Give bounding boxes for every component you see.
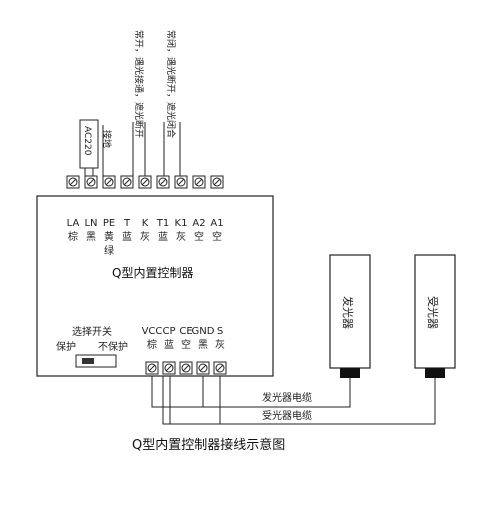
emitter-label: 发光器 bbox=[341, 296, 355, 329]
cable-wires bbox=[151, 376, 436, 425]
top-terminal-slot bbox=[87, 178, 95, 186]
emitter-cable-label: 发光器电缆 bbox=[262, 391, 312, 404]
top-terminal-color: 空 bbox=[212, 230, 222, 243]
top-terminal-code: LN bbox=[84, 218, 97, 229]
bottom-terminal-color: 蓝 bbox=[164, 339, 174, 351]
bottom-terminal-code: CP bbox=[162, 326, 175, 337]
top-terminal-code: PE bbox=[103, 218, 115, 229]
top-terminal-slot bbox=[105, 178, 113, 186]
nc-contact-label: 常闭，遇光断开，遮光闭合 bbox=[165, 30, 177, 138]
bottom-terminal-color: 黑 bbox=[198, 339, 208, 351]
bottom-terminal-slot bbox=[199, 364, 207, 372]
top-terminal-code: K bbox=[142, 218, 149, 229]
selector-switch-knob bbox=[82, 358, 94, 364]
top-terminal-code: LA bbox=[67, 218, 80, 229]
switch-right-label: 不保护 bbox=[98, 340, 128, 353]
bottom-terminal-slot bbox=[148, 364, 156, 372]
bottom-terminal-slot bbox=[182, 364, 190, 372]
top-terminal-color: 空 bbox=[194, 230, 204, 243]
diagram-caption: Q型内置控制器接线示意图 bbox=[132, 437, 285, 453]
top-terminal-code: A1 bbox=[210, 218, 223, 229]
top-terminal-slot bbox=[159, 178, 167, 186]
no-contact-label: 常开，遇光接通，遮光断开 bbox=[133, 30, 145, 138]
bottom-terminal-slot bbox=[216, 364, 224, 372]
top-terminal-code: K1 bbox=[175, 218, 188, 229]
top-terminal-slot bbox=[195, 178, 203, 186]
bottom-terminal-color: 空 bbox=[181, 338, 191, 351]
emitter-sensor-cap bbox=[340, 368, 360, 378]
controller-body bbox=[36, 195, 274, 377]
bottom-terminal-code: VCC bbox=[142, 326, 163, 337]
top-terminal-code: A2 bbox=[192, 218, 205, 229]
top-terminal-color: 黄 bbox=[104, 230, 114, 243]
top-terminal-slot bbox=[141, 178, 149, 186]
receiver-sensor bbox=[414, 254, 456, 369]
receiver-cable-label: 受光器电缆 bbox=[262, 409, 312, 422]
top-terminal-color: 灰 bbox=[140, 230, 150, 243]
bottom-terminal-color: 棕 bbox=[147, 338, 157, 351]
top-terminal-color: 蓝 bbox=[158, 231, 168, 243]
top-terminal-slot bbox=[69, 178, 77, 186]
top-terminal-color: 灰 bbox=[176, 230, 186, 243]
emitter-sensor bbox=[329, 254, 371, 369]
bottom-terminal-code: CE bbox=[179, 326, 192, 337]
ac220-box bbox=[79, 119, 99, 169]
bottom-terminal-color: 灰 bbox=[215, 338, 225, 351]
controller-name: Q型内置控制器 bbox=[112, 266, 193, 280]
top-terminal-slot bbox=[123, 178, 131, 186]
receiver-label: 受光器 bbox=[426, 296, 440, 329]
ac220-label: AC220 bbox=[82, 126, 92, 156]
top-terminal-color2: 绿 bbox=[104, 244, 114, 257]
top-terminal-slot bbox=[177, 178, 185, 186]
bottom-terminal-code: S bbox=[217, 326, 223, 337]
top-wires bbox=[79, 119, 181, 176]
ground-label: 接地 bbox=[101, 130, 113, 148]
top-terminal-color: 黑 bbox=[86, 231, 96, 243]
bottom-terminal-code: GND bbox=[192, 326, 215, 337]
bottom-terminal-slot bbox=[165, 364, 173, 372]
top-terminal-code: T bbox=[123, 218, 131, 229]
top-terminal-color: 蓝 bbox=[122, 231, 132, 243]
switch-title: 选择开关 bbox=[72, 325, 112, 338]
top-terminal-color: 棕 bbox=[68, 230, 78, 243]
top-terminal-slot bbox=[213, 178, 221, 186]
switch-left-label: 保护 bbox=[56, 340, 76, 353]
top-terminal-code: T1 bbox=[156, 218, 169, 229]
receiver-sensor-cap bbox=[425, 368, 445, 378]
